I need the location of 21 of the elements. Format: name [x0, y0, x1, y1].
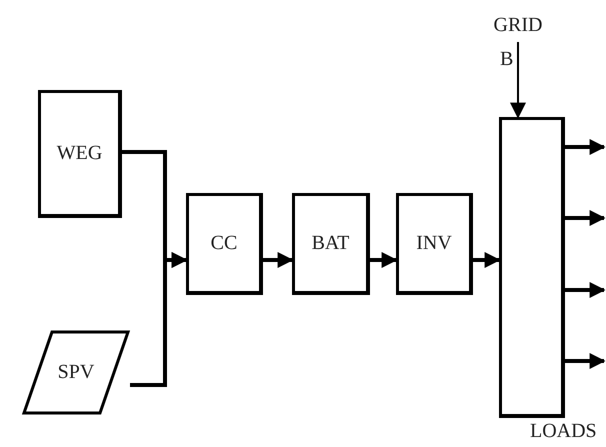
node-label: BAT: [312, 232, 350, 255]
node-label: SPV: [58, 361, 94, 384]
grid-label: GRID: [494, 14, 542, 36]
arrow: [565, 210, 606, 226]
arrow: [565, 353, 606, 369]
bus-letter: B: [500, 48, 514, 71]
arrow: [565, 139, 606, 155]
arrow: [565, 282, 606, 298]
arrow: [473, 252, 501, 268]
source-box: [38, 90, 122, 218]
arrow: [370, 252, 398, 268]
arrow: [510, 42, 526, 119]
node-label: CC: [210, 232, 238, 255]
node-label: WEG: [56, 142, 102, 165]
process-box: [292, 193, 370, 295]
process-box: [186, 193, 263, 295]
loads-label: LOADS: [530, 420, 597, 443]
arrow: [263, 252, 294, 268]
process-box: [396, 193, 473, 295]
node-label: INV: [416, 232, 452, 255]
bus-box: [499, 117, 565, 418]
